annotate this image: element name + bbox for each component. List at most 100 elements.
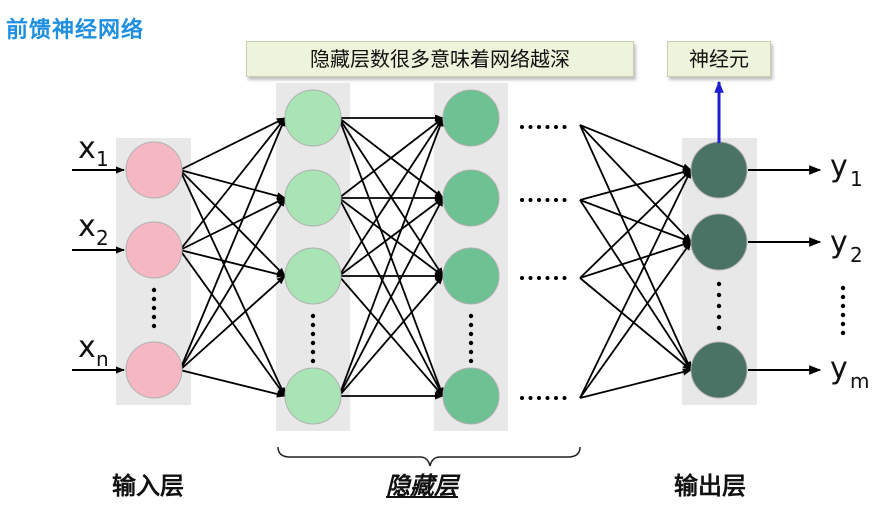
vdot-hidden2-4 <box>468 349 474 355</box>
vdot-hidden1-3 <box>310 340 316 346</box>
output-y2: y 2 <box>748 225 863 267</box>
vdot-output-4 <box>716 325 722 331</box>
hdot-row0-0 <box>520 125 524 129</box>
hdot-row3-3 <box>545 396 550 400</box>
vdot-input-2 <box>151 305 157 311</box>
edge-deep-3-output-0 <box>579 169 692 399</box>
neuron-hidden2-3 <box>442 367 500 425</box>
vdot-hidden2-2 <box>468 331 474 337</box>
input-x1-base: x <box>78 131 96 166</box>
neuron-input-1 <box>125 221 183 279</box>
hdot-row1-1 <box>528 198 533 202</box>
hidden-layer-label: 隐藏层 <box>386 472 458 500</box>
hdot-row2-1 <box>528 276 533 280</box>
vdot-output-1 <box>716 292 722 298</box>
hdot-row3-5 <box>562 396 567 400</box>
hdot-row1-0 <box>520 198 524 202</box>
edge-hidden1-2-hidden2-1 <box>338 197 444 277</box>
edge-deep-0-output-1 <box>579 124 692 243</box>
edge-input-2-hidden1-0 <box>179 117 286 371</box>
edge-deep-3-output-1 <box>579 241 692 399</box>
vdot-hidden1-5 <box>310 358 316 364</box>
neuron-hidden1-2 <box>284 247 342 305</box>
vdot-output-3 <box>716 314 722 320</box>
edge-input-1-hidden1-2 <box>179 249 286 278</box>
vdot-hidden2-3 <box>468 340 474 346</box>
diagram-title: 前馈神经网络 <box>6 18 145 43</box>
hdot-row0-4 <box>554 125 558 129</box>
input-x1: x 1 <box>72 131 125 174</box>
vdot-output-labels-0 <box>840 285 846 291</box>
hdot-row1-5 <box>562 198 567 202</box>
neuron-output-1 <box>690 213 748 271</box>
edge-hidden1-3-hidden2-0 <box>338 117 444 397</box>
hdot-row2-2 <box>537 276 541 280</box>
output-layer-label: 输出层 <box>674 472 746 500</box>
input-x1-sub: 1 <box>96 147 109 171</box>
edge-deep-2-output-1 <box>579 241 692 279</box>
edge-input-2-hidden1-3 <box>179 369 286 398</box>
edge-input-0-hidden1-0 <box>179 117 286 171</box>
hdot-row1-4 <box>554 198 558 202</box>
edge-deep-2-output-0 <box>579 169 692 279</box>
input-x2-sub: 2 <box>96 226 109 250</box>
edge-hidden1-1-hidden2-0 <box>338 117 444 199</box>
vdot-hidden1-0 <box>310 313 316 319</box>
vdot-output-labels-3 <box>840 312 846 318</box>
hdot-row0-1 <box>528 125 533 129</box>
hdot-row1-3 <box>545 198 550 202</box>
neuron-callout: 神经元 <box>667 41 771 77</box>
neuron-hidden1-3 <box>284 367 342 425</box>
vertical-ellipsis-group <box>151 281 846 364</box>
output-y1-sub: 1 <box>850 167 863 191</box>
output-ym: y m <box>748 351 869 393</box>
hdot-row2-4 <box>554 276 558 280</box>
neuron-hidden1-1 <box>284 169 342 227</box>
output-ym-base: y <box>830 351 848 386</box>
edge-input-1-hidden1-1 <box>179 197 286 251</box>
neuron-input-0 <box>125 141 183 199</box>
hdot-row0-5 <box>562 125 567 129</box>
vdot-hidden1-2 <box>310 331 316 337</box>
edge-input-2-hidden1-1 <box>179 197 286 371</box>
edge-input-1-hidden1-0 <box>179 117 286 251</box>
hidden-layer-brace <box>277 446 581 467</box>
vdot-hidden1-1 <box>310 322 316 328</box>
edge-deep-2-output-2 <box>579 277 692 371</box>
input-layer-label: 输入层 <box>112 472 184 500</box>
neuron-nodes <box>125 89 748 425</box>
output-y1-base: y <box>830 149 848 184</box>
input-x2-base: x <box>78 209 96 244</box>
output-y2-base: y <box>830 225 848 260</box>
edge-deep-3-output-2 <box>579 368 692 399</box>
hdot-row0-3 <box>545 125 550 129</box>
input-xn-base: x <box>78 330 96 365</box>
neuron-hidden1-0 <box>284 89 342 147</box>
output-y1: y 1 <box>748 149 863 191</box>
edge-hidden1-2-hidden2-0 <box>338 117 444 277</box>
edge-deep-0-output-2 <box>579 124 692 371</box>
hidden-layers-callout: 隐藏层数很多意味着网络越深 <box>246 41 634 77</box>
input-xn: x n <box>72 330 125 374</box>
edge-deep-1-output-1 <box>579 199 692 243</box>
vdot-hidden2-1 <box>468 322 474 328</box>
vdot-output-labels-5 <box>840 330 846 336</box>
hdot-row3-1 <box>528 396 533 400</box>
output-ym-sub: m <box>850 369 869 393</box>
vdot-input-4 <box>151 323 157 329</box>
hdot-row3-4 <box>554 396 558 400</box>
hdot-row1-2 <box>537 198 541 202</box>
vdot-output-2 <box>716 303 722 309</box>
vdot-output-0 <box>716 281 722 287</box>
neuron-hidden2-1 <box>442 169 500 227</box>
output-y2-sub: 2 <box>850 243 863 267</box>
neuron-input-2 <box>125 341 183 399</box>
vdot-hidden1-4 <box>310 349 316 355</box>
vdot-input-3 <box>151 314 157 320</box>
vdot-output-labels-2 <box>840 303 846 309</box>
vdot-output-labels-4 <box>840 321 846 327</box>
neuron-output-0 <box>690 141 748 199</box>
vdot-input-1 <box>151 296 157 302</box>
input-x2: x 2 <box>72 209 125 254</box>
